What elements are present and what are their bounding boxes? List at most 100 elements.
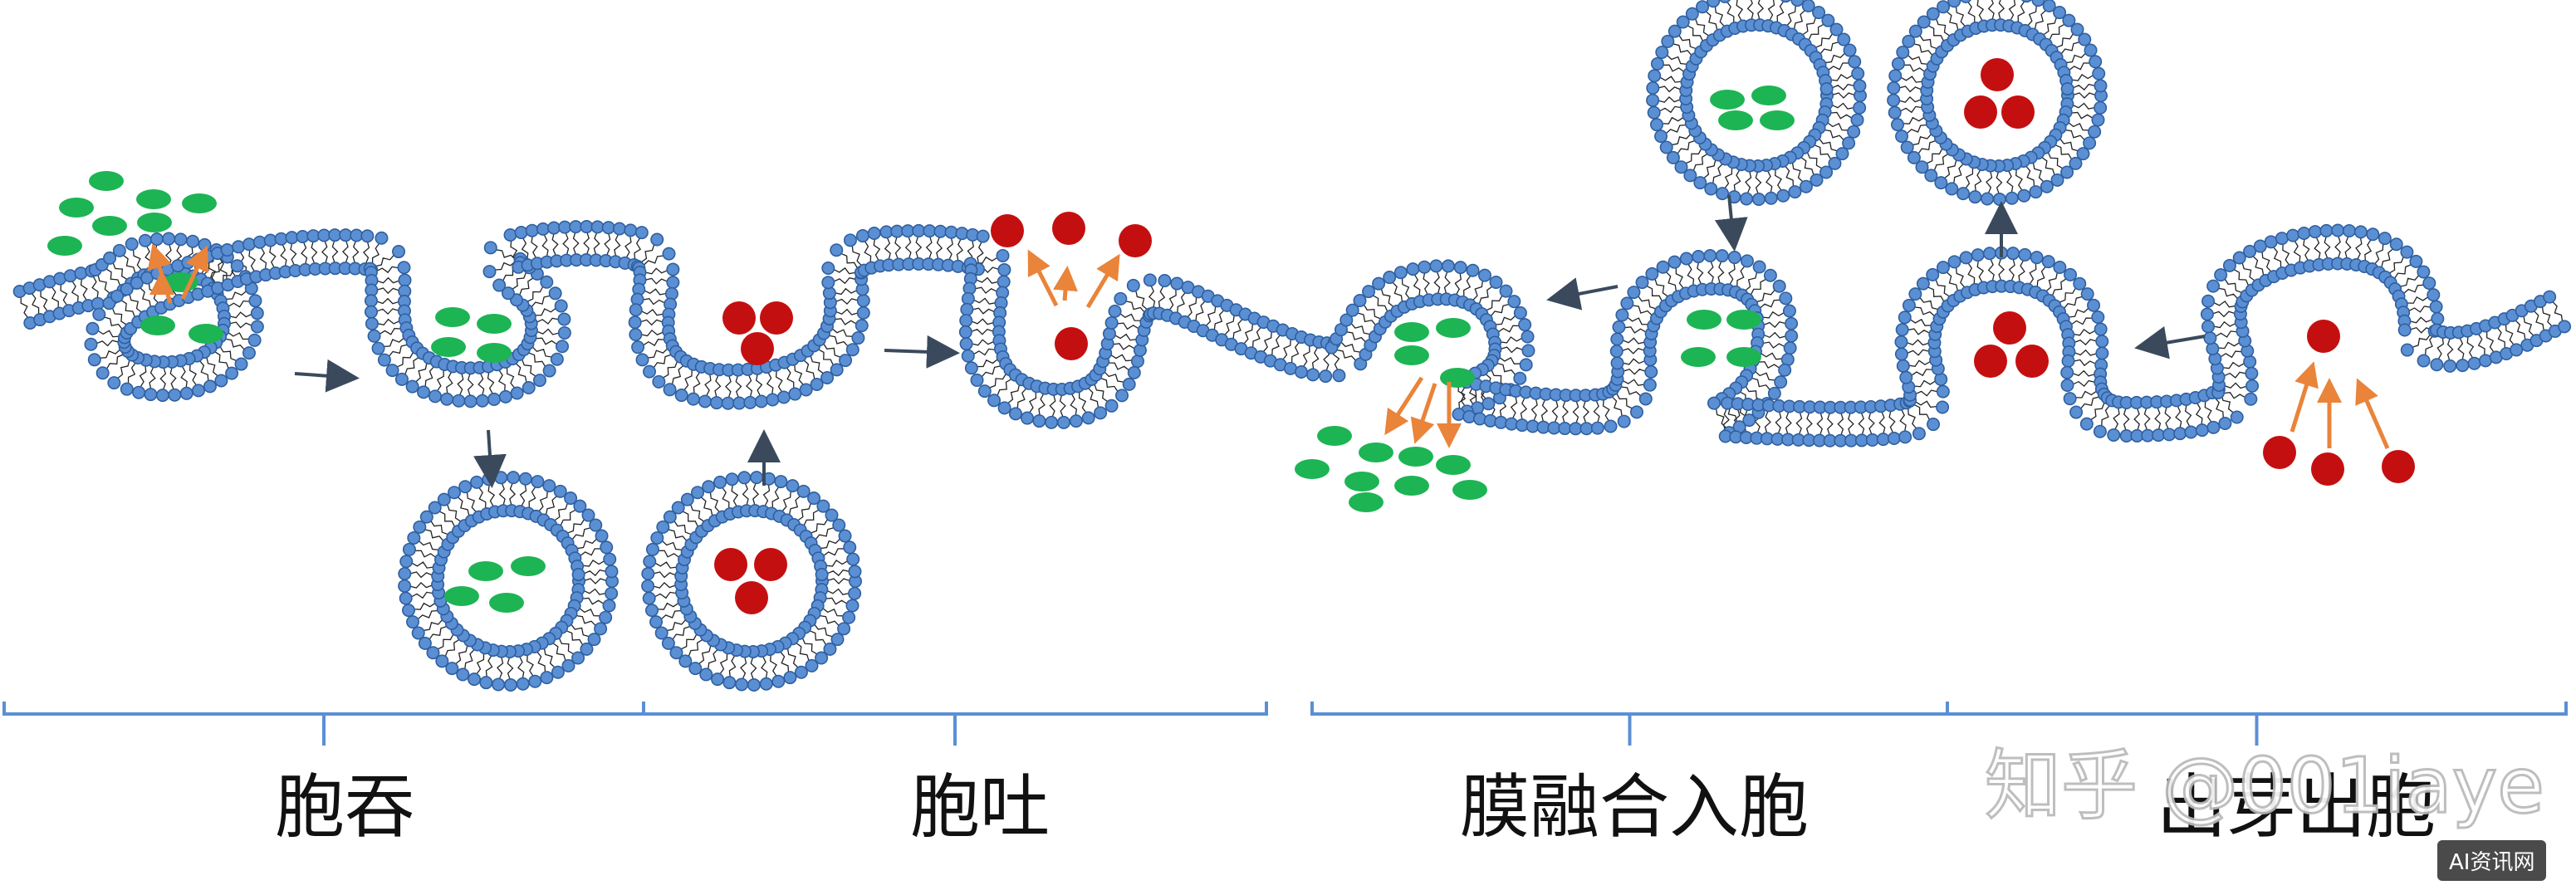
orange-arrow-5 <box>1053 266 1078 301</box>
green-cargo-molecule <box>435 307 470 327</box>
orange-arrow-7 <box>1384 376 1424 436</box>
orange-arrow-3 <box>180 245 209 301</box>
bracket-exocytosis <box>642 702 1268 746</box>
green-cargo-molecule <box>477 314 512 334</box>
red-cargo-molecule <box>991 214 1024 247</box>
green-cargo-vesicle-3 <box>1710 86 1795 130</box>
arrow-phagocytosis-1 <box>294 359 360 393</box>
red-cargo-molecule <box>1993 311 2026 345</box>
green-cargo-molecule <box>468 561 503 581</box>
vesicle-fusion-green <box>1646 0 1867 206</box>
red-cargo-molecule <box>1052 212 1085 245</box>
green-cargo-molecule <box>511 556 546 576</box>
green-cargo-phagocytosis-pocket <box>431 307 512 363</box>
green-cargo-molecule <box>47 236 82 256</box>
orange-arrow-6 <box>1085 253 1120 309</box>
red-cargo-molecule <box>1055 327 1088 360</box>
green-cargo-molecule <box>1710 90 1745 110</box>
green-cargo-vesicle-1 <box>444 556 546 613</box>
bracket-phagocytosis <box>2 702 645 746</box>
green-cargo-molecule <box>137 213 172 232</box>
red-cargo-budding <box>1974 311 2049 378</box>
arrow-budding-flow <box>2134 325 2206 359</box>
green-cargo-molecule <box>1751 86 1786 105</box>
green-cargo-fusion-pocket <box>1394 318 1475 388</box>
red-cargo-molecule <box>1964 95 1997 129</box>
green-cargo-molecule <box>1394 476 1429 496</box>
green-cargo-fusion-pit <box>1681 310 1761 367</box>
green-cargo-molecule <box>1436 455 1471 475</box>
green-cargo-molecule <box>1349 492 1383 512</box>
watermark-text: 知乎 @001iaye <box>1984 741 2546 832</box>
bracket-membrane-fusion <box>1310 702 1949 746</box>
green-cargo-molecule <box>1687 310 1721 330</box>
green-cargo-molecule <box>431 337 466 357</box>
orange-arrow-4 <box>1027 249 1059 307</box>
orange-arrow-10 <box>2290 361 2319 433</box>
cargo-molecules <box>47 58 2415 614</box>
green-cargo-molecule <box>140 315 175 335</box>
flow-arrows <box>147 194 2390 488</box>
green-cargo-molecule <box>1440 368 1475 388</box>
green-cargo-molecule <box>1726 310 1761 330</box>
green-cargo-molecule <box>1760 110 1795 130</box>
green-cargo-molecule <box>1681 347 1716 367</box>
green-cargo-molecule <box>1394 345 1429 365</box>
stage-label-phagocytosis: 胞吞 <box>274 766 415 848</box>
arrow-exocytosis <box>884 335 960 369</box>
lipid-bilayers <box>7 0 2576 692</box>
orange-arrow-8 <box>1410 383 1437 444</box>
green-cargo-molecule <box>1359 443 1393 462</box>
vesicle-budding-red <box>1887 0 2108 206</box>
green-cargo-released-inside <box>1295 426 1487 512</box>
red-cargo-molecule <box>1119 224 1152 257</box>
green-cargo-molecule <box>1398 447 1433 467</box>
arrow-fusion-approach <box>1546 277 1619 311</box>
red-cargo-budding-outside <box>2263 320 2415 486</box>
red-cargo-vesicle-4 <box>1964 58 2035 129</box>
green-cargo-molecule <box>1726 347 1761 367</box>
vesicle-phagocytosis-green <box>398 471 619 692</box>
red-cargo-molecule <box>1974 345 2007 378</box>
watermark-badge: AI资讯网 <box>2437 840 2547 881</box>
red-cargo-molecule <box>2015 345 2049 378</box>
green-cargo-molecule <box>1317 426 1352 446</box>
green-cargo-molecule <box>1394 322 1429 342</box>
green-cargo-molecule <box>92 216 127 236</box>
stage-brackets <box>2 702 2568 746</box>
arrow-to-vesicle <box>473 429 507 488</box>
red-cargo-molecule <box>1981 58 2014 91</box>
green-cargo-molecule <box>1295 459 1330 479</box>
green-cargo-molecule <box>444 586 479 606</box>
red-cargo-released <box>991 212 1152 360</box>
red-cargo-molecule <box>754 548 787 581</box>
arrow-vesicle-descending <box>1714 194 1748 252</box>
green-cargo-molecule <box>1436 318 1471 338</box>
red-cargo-molecule <box>722 301 756 335</box>
green-cargo-molecule <box>1718 110 1753 130</box>
red-cargo-molecule <box>2382 450 2415 483</box>
green-cargo-molecule <box>477 343 512 363</box>
red-cargo-molecule <box>741 332 774 365</box>
red-cargo-molecule <box>2263 436 2296 469</box>
orange-arrow-2 <box>147 243 173 304</box>
green-cargo-molecule <box>136 189 171 209</box>
red-cargo-molecule <box>735 581 768 614</box>
green-cargo-molecule <box>1452 480 1487 500</box>
green-cargo-molecule <box>1344 472 1379 491</box>
green-cargo-molecule <box>189 324 223 344</box>
vesicle-exocytosis-red <box>641 471 862 692</box>
green-cargo-molecule <box>59 198 94 218</box>
red-cargo-molecule <box>2307 320 2340 353</box>
red-cargo-molecule <box>2001 95 2035 129</box>
red-cargo-molecule <box>714 548 747 581</box>
stage-label-budding: 出芽出胞 <box>2156 766 2436 848</box>
green-cargo-molecule <box>89 171 124 191</box>
plasma-membrane <box>7 220 2576 447</box>
red-cargo-exocytosis-vesicle <box>722 301 793 365</box>
bracket-budding <box>1946 702 2568 746</box>
orange-arrow-12 <box>2355 378 2390 450</box>
stage-label-exocytosis: 胞吐 <box>909 766 1050 848</box>
green-cargo-molecule <box>489 593 524 613</box>
